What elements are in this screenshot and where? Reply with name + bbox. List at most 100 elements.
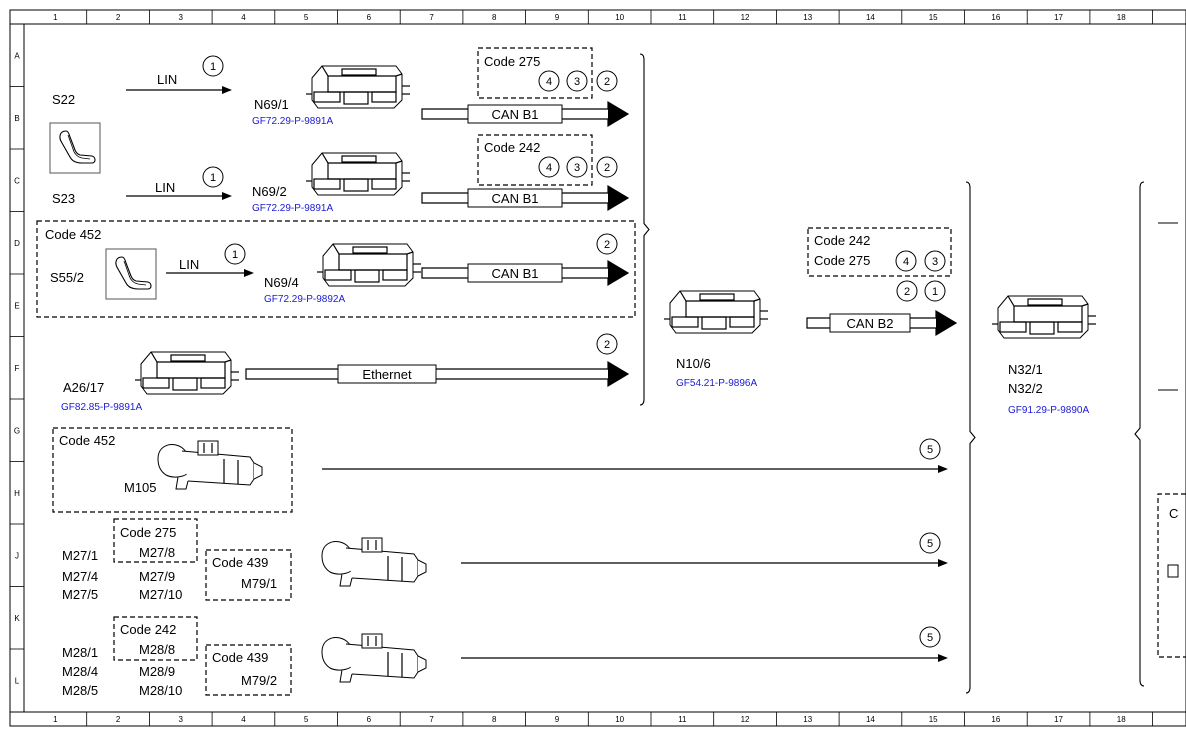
col-label-bottom: 9 <box>555 715 560 724</box>
marker-3-label: 3 <box>932 256 938 268</box>
brace-left-group <box>639 53 650 406</box>
col-label-top: 10 <box>615 13 624 22</box>
col-label-top: 1 <box>53 13 58 22</box>
can-b2-arrow-label-box <box>829 313 911 333</box>
can-b2-arrow-head <box>936 311 956 335</box>
marker-2-label: 2 <box>604 76 610 88</box>
marker-2-label: 2 <box>604 339 610 351</box>
n69-2-control-unit-icon <box>305 152 411 196</box>
row-label: A <box>14 51 20 60</box>
code-452-box <box>36 220 636 318</box>
m27-8-label: M27/8 <box>139 545 175 560</box>
col-label-top: 15 <box>929 13 938 22</box>
can-b1-arrow-label-box <box>467 263 563 283</box>
ethernet-arrow-label: Ethernet <box>362 367 412 382</box>
col-label-top: 18 <box>1117 13 1126 22</box>
col-label-bottom: 17 <box>1054 715 1063 724</box>
col-label-top: 3 <box>179 13 184 22</box>
lin-label: LIN <box>157 72 177 87</box>
m27-4-label: M27/4 <box>62 569 98 584</box>
col-label-top: 2 <box>116 13 121 22</box>
col-label-bottom: 7 <box>429 715 434 724</box>
code-242-label: Code 242 <box>484 140 540 155</box>
seat-switch-icon <box>49 122 101 174</box>
n10-6-control-unit-icon <box>663 290 769 334</box>
lin-arrow-head <box>222 86 232 94</box>
marker-4 <box>538 70 560 92</box>
code-242-box <box>113 616 198 661</box>
n10-6-label: N10/6 <box>676 356 711 371</box>
m27-9-label: M27/9 <box>139 569 175 584</box>
row-label: B <box>14 114 19 123</box>
row-label: K <box>14 614 20 623</box>
col-label-bottom: 6 <box>367 715 372 724</box>
row-label: H <box>14 489 20 498</box>
n69-1-ref: GF72.29-P-9891A <box>252 116 333 127</box>
m27-10-label: M27/10 <box>139 587 182 602</box>
n69-4-ref: GF72.29-P-9892A <box>264 294 345 305</box>
n69-2-label: N69/2 <box>252 184 287 199</box>
marker-1-label: 1 <box>932 286 938 298</box>
m79-1-label: M79/1 <box>241 576 277 591</box>
signal-arrow-head <box>938 465 948 473</box>
n69-2-ref: GF72.29-P-9891A <box>252 203 333 214</box>
marker-3-label: 3 <box>574 162 580 174</box>
lin-label: LIN <box>155 180 175 195</box>
marker-3 <box>566 156 588 178</box>
code-242-box <box>477 134 593 186</box>
motor-icon <box>321 537 427 587</box>
m79-2-label: M79/2 <box>241 673 277 688</box>
m105-motor-icon <box>157 440 263 490</box>
marker-2-label: 2 <box>604 162 610 174</box>
m28-1-label: M28/1 <box>62 645 98 660</box>
can-b1-arrow-label: CAN B1 <box>492 191 539 206</box>
marker-3 <box>566 70 588 92</box>
marker-4-label: 4 <box>903 256 909 268</box>
marker-4 <box>895 250 917 272</box>
can-b1-arrow-label-box <box>467 188 563 208</box>
n32-2-label: N32/2 <box>1008 381 1043 396</box>
col-label-top: 7 <box>429 13 434 22</box>
n32-control-unit-icon <box>991 295 1097 339</box>
code-452-label: Code 452 <box>59 433 115 448</box>
seat-switch-icon <box>105 248 157 300</box>
col-label-top: 17 <box>1054 13 1063 22</box>
s55-2-label: S55/2 <box>50 270 84 285</box>
s22-label: S22 <box>52 92 75 107</box>
code-439-label: Code 439 <box>212 555 268 570</box>
marker-2 <box>596 70 618 92</box>
a26-17-control-unit-icon <box>134 351 240 395</box>
col-label-top: 9 <box>555 13 560 22</box>
n32-1-label: N32/1 <box>1008 362 1043 377</box>
m27-5-label: M27/5 <box>62 587 98 602</box>
can-b2-arrow-label: CAN B2 <box>847 316 894 331</box>
row-label: F <box>15 364 20 373</box>
code-275-box <box>113 518 198 563</box>
row-label: E <box>14 301 19 310</box>
n69-1-control-unit-icon <box>305 65 411 109</box>
partial-code-box <box>1157 493 1186 658</box>
a26-17-label: A26/17 <box>63 380 104 395</box>
can-b1-arrow-label-box <box>467 104 563 124</box>
marker-5-label: 5 <box>927 444 933 456</box>
col-label-bottom: 13 <box>803 715 812 724</box>
col-label-bottom: 11 <box>678 715 687 724</box>
n69-4-label: N69/4 <box>264 275 299 290</box>
code-452-box <box>52 427 293 513</box>
marker-1 <box>924 280 946 302</box>
col-label-bottom: 12 <box>741 715 750 724</box>
signal-arrow-head <box>938 559 948 567</box>
can-b1-arrow-label: CAN B1 <box>492 266 539 281</box>
marker-2 <box>896 280 918 302</box>
m28-4-label: M28/4 <box>62 664 98 679</box>
marker-4-label: 4 <box>546 162 552 174</box>
marker-3-label: 3 <box>574 76 580 88</box>
marker-5-label: 5 <box>927 632 933 644</box>
grid-frame: 1122334455667788991010111112121313141415… <box>9 9 1186 727</box>
can-b1-arrow-head <box>608 102 628 126</box>
marker-1-label: 1 <box>210 61 216 73</box>
marker-1 <box>224 243 246 265</box>
m28-10-label: M28/10 <box>139 683 182 698</box>
marker-1-label: 1 <box>232 249 238 261</box>
